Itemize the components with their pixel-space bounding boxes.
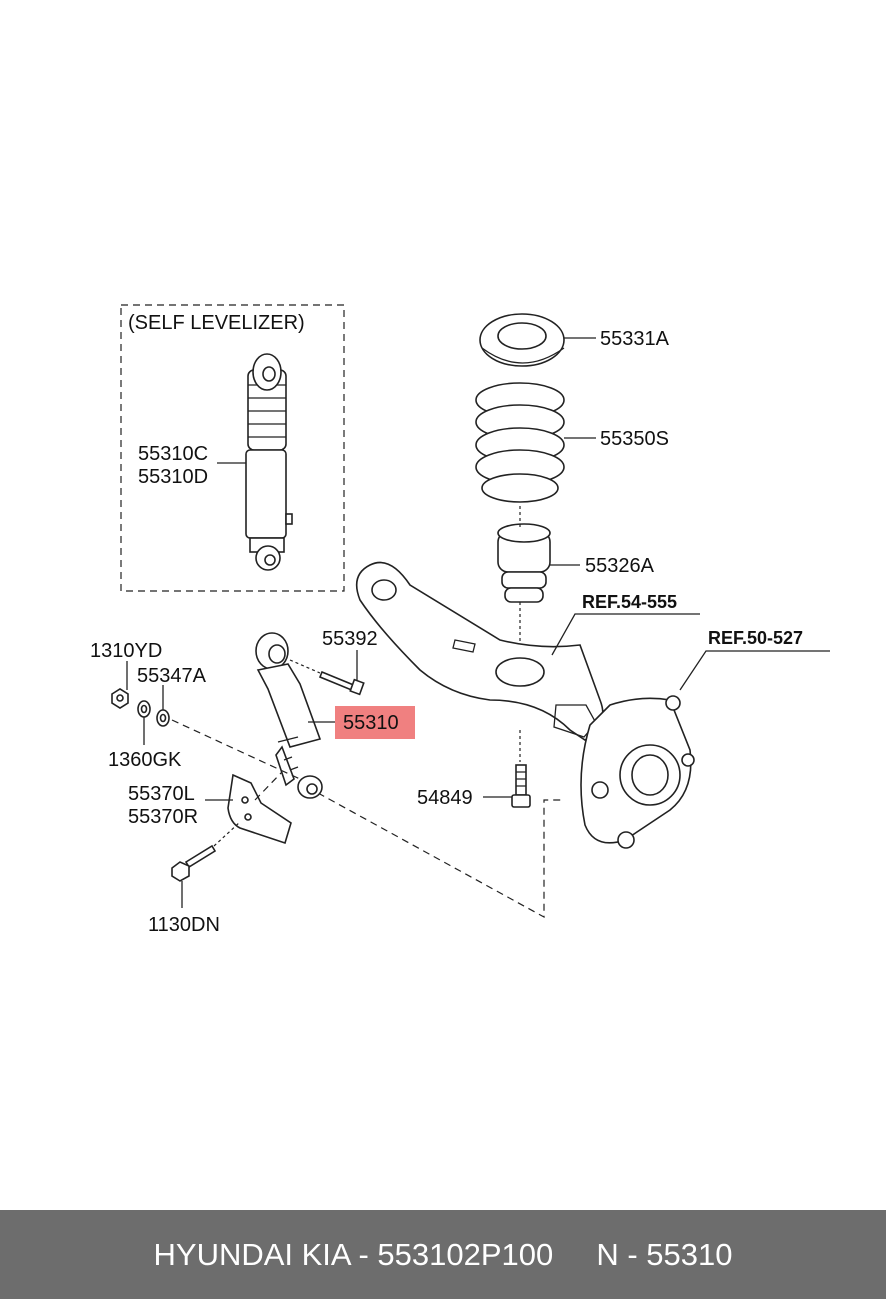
bump-stopper-icon — [497, 523, 551, 603]
knuckle-icon — [580, 695, 695, 849]
label-55310: 55310 — [343, 712, 399, 734]
label-55370L: 55370L — [128, 783, 195, 805]
label-55392: 55392 — [322, 628, 378, 650]
label-55350S: 55350S — [600, 428, 669, 450]
bolt-55392-icon — [318, 670, 365, 696]
nut-1310yd-icon — [111, 688, 129, 709]
washer-1360gk-icon — [137, 700, 151, 718]
label-55347A: 55347A — [137, 665, 207, 687]
label-1310YD: 1310YD — [90, 640, 162, 662]
label-1360GK: 1360GK — [108, 749, 182, 771]
bolt-1130dn-icon — [171, 844, 217, 882]
label-ref-50-527: REF.50-527 — [708, 628, 803, 648]
bracket-55370-icon — [227, 773, 292, 845]
parts-diagram: (SELF LEVELIZER) 55310C 55310D 55331A 55… — [90, 304, 830, 936]
self-levelizer-label: (SELF LEVELIZER) — [128, 312, 305, 334]
self-levelizer-box — [120, 304, 345, 592]
coil-spring-icon — [475, 382, 565, 503]
bolt-54849-icon — [511, 764, 531, 808]
label-55370R: 55370R — [128, 806, 198, 828]
label-55331A: 55331A — [600, 328, 670, 350]
label-55310D: 55310D — [138, 466, 208, 488]
label-55326A: 55326A — [585, 555, 655, 577]
label-1130DN: 1130DN — [148, 914, 220, 936]
label-55310-highlight — [335, 706, 415, 739]
label-ref-54-555: REF.54-555 — [582, 592, 677, 612]
footer-bar: HYUNDAI KIA - 553102P100 N - 55310 — [0, 1210, 886, 1299]
shock-absorber-icon — [255, 632, 323, 799]
spring-seat-icon — [479, 313, 565, 367]
lower-arm-icon — [355, 561, 604, 741]
self-levelizer-shock-icon — [245, 353, 293, 571]
footer-text: HYUNDAI KIA - 553102P100 N - 55310 — [153, 1236, 733, 1272]
label-55310C: 55310C — [138, 443, 208, 465]
label-54849: 54849 — [417, 787, 473, 809]
washer-55347a-icon — [156, 709, 170, 727]
